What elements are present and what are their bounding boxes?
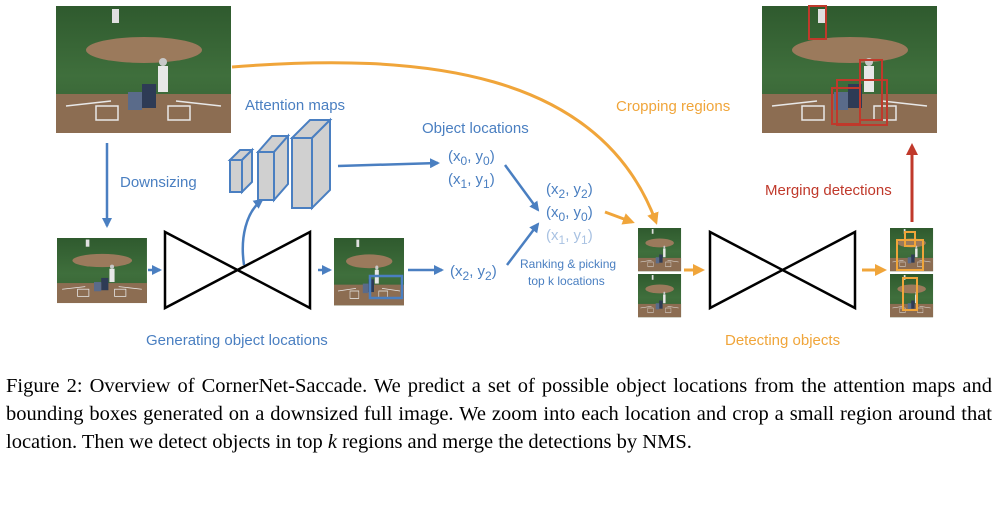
arrow-to-attention-maps <box>241 198 264 266</box>
label-downsizing: Downsizing <box>120 174 197 191</box>
coord-b-x0y0: (x0, y0) <box>546 204 593 224</box>
object-bounding-box <box>368 274 404 300</box>
arrow-b-to-ranking <box>506 222 540 266</box>
detection-box <box>904 231 916 247</box>
arrow-to-object-locations <box>337 158 440 169</box>
coord-b-x1y1-faded: (x1, y1) <box>546 227 593 247</box>
coord-x1y1: (x1, y1) <box>448 171 495 191</box>
arrow-locations-to-crops <box>604 210 635 225</box>
cornernet-saccade-diagram: Downsizing Generating object locations A… <box>55 5 938 349</box>
hourglass-network-attention <box>163 229 312 311</box>
coord-b-x2y2: (x2, y2) <box>546 181 593 201</box>
attention-maps <box>227 117 333 211</box>
label-merging-detections: Merging detections <box>765 182 892 199</box>
cropped-region-2 <box>637 273 682 318</box>
final-detections-image <box>761 5 938 134</box>
label-ranking-line1: Ranking & picking <box>520 257 616 271</box>
coords-group-b: (x2, y2) (x0, y0) (x1, y1) <box>546 181 593 247</box>
final-detection-box <box>831 87 861 125</box>
figure-caption: Figure 2: Overview of CornerNet-Saccade.… <box>6 375 992 453</box>
downsized-image <box>56 237 148 304</box>
final-detection-box <box>836 79 888 126</box>
arrow-a-to-ranking <box>503 164 540 212</box>
label-generating-object-locations: Generating object locations <box>146 332 328 349</box>
arrow-cropping-regions <box>231 61 659 225</box>
label-ranking-line2: top k locations <box>528 274 605 288</box>
label-object-locations: Object locations <box>422 120 529 137</box>
label-cropping-regions: Cropping regions <box>616 98 730 115</box>
detection-box <box>902 277 918 311</box>
coords-group-a: (x0, y0) (x1, y1) <box>448 148 495 191</box>
label-attention-maps: Attention maps <box>245 97 345 114</box>
coord-x0y0: (x0, y0) <box>448 148 495 168</box>
input-image <box>55 5 232 134</box>
detection-box <box>896 239 924 271</box>
final-detection-box <box>808 5 827 40</box>
label-detecting-objects: Detecting objects <box>725 332 840 349</box>
cropped-region-1 <box>637 227 682 272</box>
coord-x2y2: (x2, y2) <box>450 263 497 283</box>
hourglass-network-detection <box>708 229 857 311</box>
